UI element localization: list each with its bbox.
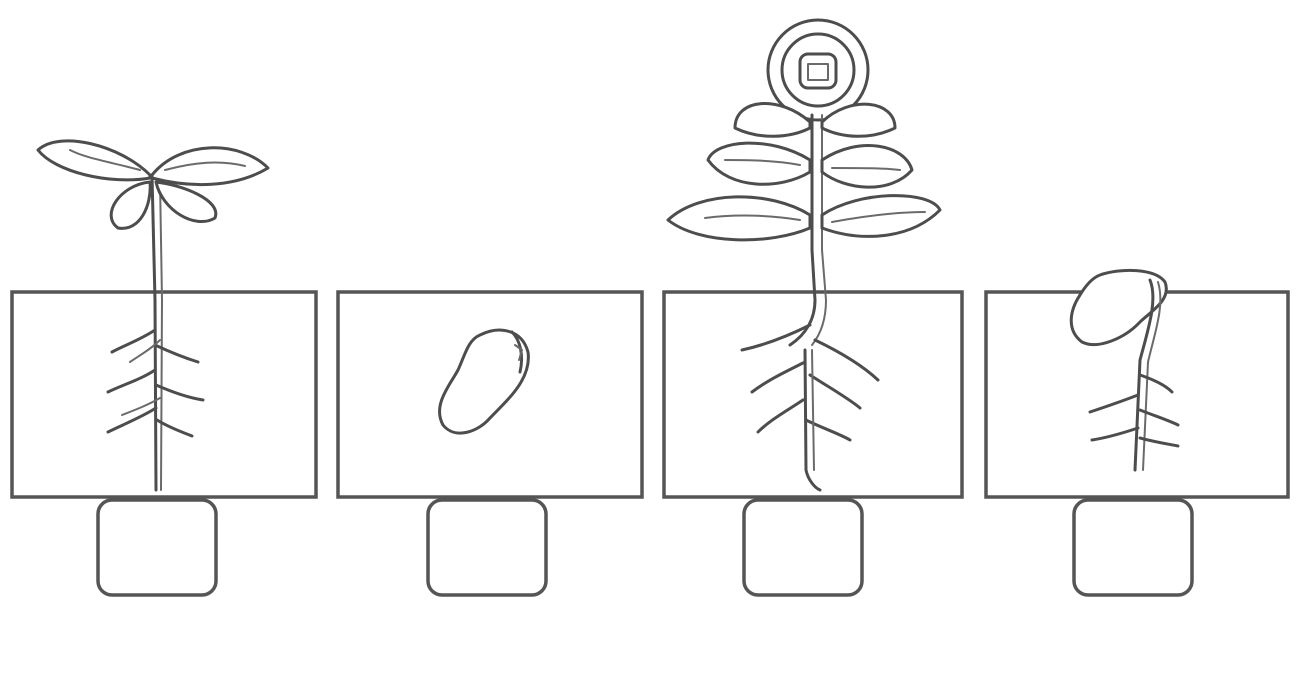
germinating-seed [1071, 270, 1178, 470]
answer-box[interactable] [428, 500, 546, 595]
stage-panel-seed [338, 292, 642, 595]
stage-panel-seedling [12, 141, 316, 595]
answer-box[interactable] [744, 500, 862, 595]
answer-box[interactable] [1074, 500, 1192, 595]
answer-box[interactable] [98, 500, 216, 595]
soil-frame [12, 292, 316, 497]
seed [440, 330, 529, 433]
seedling-plant [38, 141, 268, 490]
flowering-plant [668, 20, 940, 490]
stage-panel-germinating-seed [986, 270, 1288, 595]
stage-panel-flowering-plant [664, 20, 962, 595]
